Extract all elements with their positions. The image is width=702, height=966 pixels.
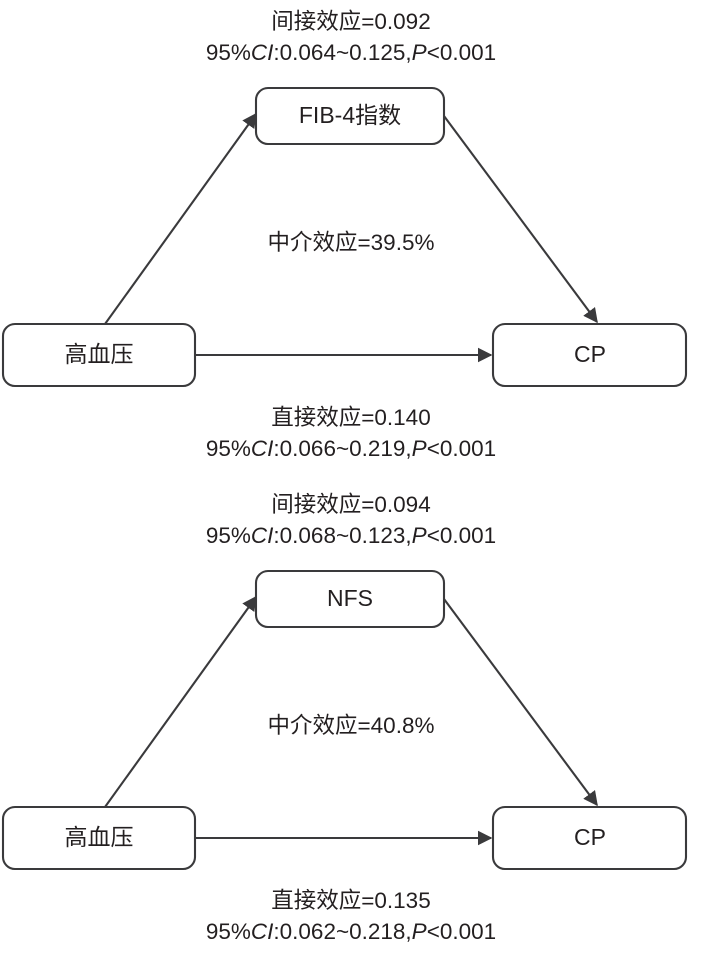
node-mediator-label: NFS: [327, 585, 373, 611]
mediation-diagram-nfs: NFS 高血压 CP: [1, 569, 688, 871]
node-exposure: 高血压: [1, 805, 197, 871]
direct-effect-ci: 95%CI:0.066~0.219,P<0.001: [0, 433, 702, 464]
edge-exposure-to-mediator: [104, 595, 257, 808]
node-exposure-box: [1, 322, 197, 388]
node-exposure-label: 高血压: [65, 341, 134, 367]
ci-abbrev: CI: [250, 40, 274, 65]
p-value: <0.001: [426, 436, 497, 461]
p-value: <0.001: [426, 40, 497, 65]
ci-prefix: 95%: [205, 523, 251, 548]
ci-values: :0.062~0.218,: [273, 919, 412, 944]
node-outcome-box: [491, 322, 688, 388]
node-exposure: 高血压: [1, 322, 197, 388]
p-abbrev: P: [411, 436, 427, 461]
direct-effect-value: 直接效应=0.135: [271, 888, 431, 913]
node-exposure-label: 高血压: [65, 824, 134, 850]
indirect-effect-caption: 间接效应=0.092 95%CI:0.064~0.125,P<0.001: [0, 6, 702, 68]
mediation-panel-nfs: 间接效应=0.094 95%CI:0.068~0.123,P<0.001 NFS…: [0, 483, 702, 966]
ci-prefix: 95%: [205, 436, 251, 461]
node-outcome-label: CP: [574, 341, 606, 367]
node-mediator-box: [254, 569, 446, 629]
ci-abbrev: CI: [250, 919, 274, 944]
ci-abbrev: CI: [250, 523, 274, 548]
direct-effect-ci: 95%CI:0.062~0.218,P<0.001: [0, 916, 702, 947]
indirect-effect-ci: 95%CI:0.064~0.125,P<0.001: [0, 37, 702, 68]
ci-prefix: 95%: [205, 40, 251, 65]
mediation-proportion-label: 中介效应=39.5%: [267, 230, 435, 255]
ci-values: :0.068~0.123,: [273, 523, 412, 548]
ci-prefix: 95%: [205, 919, 251, 944]
node-outcome-label: CP: [574, 824, 606, 850]
edge-mediator-to-outcome: [443, 598, 598, 807]
node-outcome: CP: [491, 805, 688, 871]
node-outcome-box: [491, 805, 688, 871]
mediation-diagram-fib4: FIB-4指数 高血压 CP: [1, 86, 688, 388]
p-value: <0.001: [426, 919, 497, 944]
indirect-effect-value: 间接效应=0.092: [271, 9, 431, 34]
node-outcome: CP: [491, 322, 688, 388]
ci-abbrev: CI: [250, 436, 274, 461]
p-abbrev: P: [411, 523, 427, 548]
p-value: <0.001: [426, 523, 497, 548]
edge-exposure-to-mediator: [104, 112, 257, 325]
node-mediator: NFS: [254, 569, 446, 629]
node-exposure-box: [1, 805, 197, 871]
p-abbrev: P: [411, 40, 427, 65]
node-mediator-label: FIB-4指数: [299, 102, 401, 128]
node-mediator: FIB-4指数: [254, 86, 446, 146]
direct-effect-caption: 直接效应=0.140 95%CI:0.066~0.219,P<0.001: [0, 402, 702, 464]
direct-effect-value: 直接效应=0.140: [271, 405, 431, 430]
indirect-effect-value: 间接效应=0.094: [271, 492, 431, 517]
mediation-panel-fib4: 间接效应=0.092 95%CI:0.064~0.125,P<0.001 FIB…: [0, 6, 702, 464]
ci-values: :0.064~0.125,: [273, 40, 412, 65]
direct-effect-caption: 直接效应=0.135 95%CI:0.062~0.218,P<0.001: [0, 885, 702, 947]
mediation-proportion-label: 中介效应=40.8%: [267, 713, 435, 738]
edge-mediator-to-outcome: [443, 115, 598, 324]
node-mediator-box: [254, 86, 446, 146]
p-abbrev: P: [411, 919, 427, 944]
ci-values: :0.066~0.219,: [273, 436, 412, 461]
indirect-effect-ci: 95%CI:0.068~0.123,P<0.001: [0, 520, 702, 551]
indirect-effect-caption: 间接效应=0.094 95%CI:0.068~0.123,P<0.001: [0, 489, 702, 551]
